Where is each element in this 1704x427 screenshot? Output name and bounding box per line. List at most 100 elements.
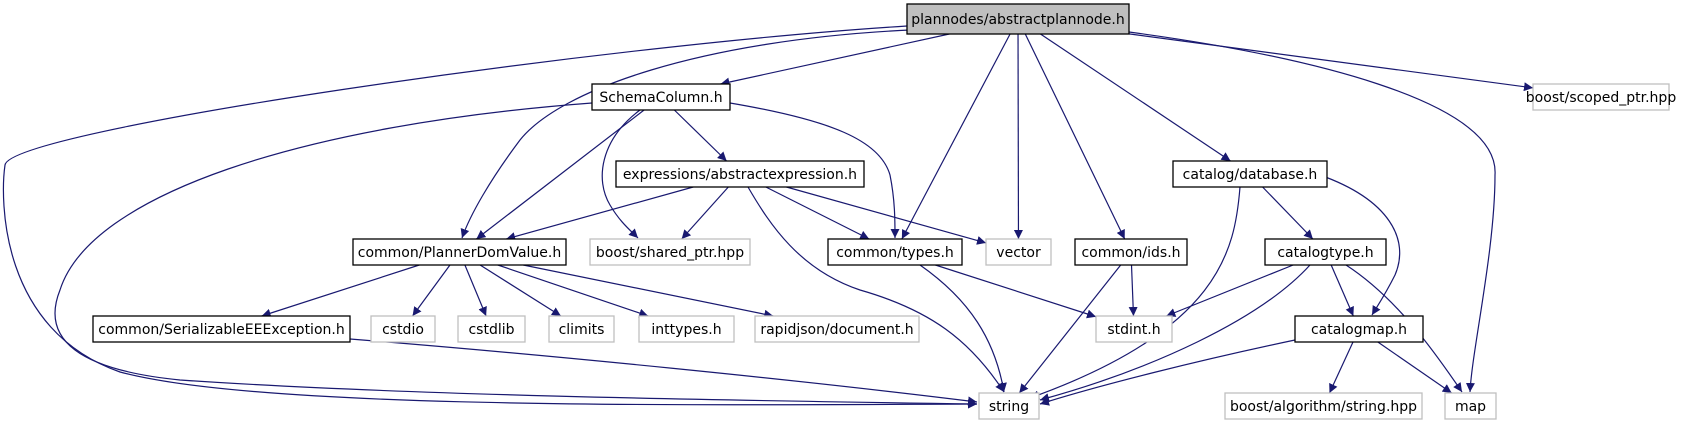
edge-abstractexpression-to-string <box>747 186 1005 393</box>
edge-catalogmap-to-boost_string <box>1328 341 1354 394</box>
edge-abstractexpression-to-shared_ptr <box>681 186 729 240</box>
edge-ids-to-string <box>1018 264 1122 394</box>
edge-catalogtype-to-catalogmap <box>1330 264 1354 317</box>
edge-root-to-types <box>901 33 1011 240</box>
node-box <box>615 160 865 188</box>
node-label: catalogmap.h <box>1311 322 1407 338</box>
edge-root-to-plannerdomvalue <box>460 29 911 239</box>
node-box <box>591 83 731 111</box>
node-box <box>1294 315 1424 343</box>
edge-root-to-database <box>1040 33 1231 162</box>
edge-abstractexpression-to-types <box>765 186 870 240</box>
node-map: map <box>1444 392 1497 420</box>
edge-types-to-stdint <box>935 264 1097 319</box>
edge-plannerdomvalue-to-climits <box>479 264 562 317</box>
node-vector: vector <box>985 238 1052 266</box>
node-stdint: stdint.h <box>1095 315 1173 343</box>
node-box <box>827 238 963 266</box>
node-inttypes: inttypes.h <box>638 315 735 343</box>
node-label: cstdlib <box>468 322 514 338</box>
node-label: map <box>1455 399 1486 415</box>
node-label: rapidjson/document.h <box>760 322 913 338</box>
edge-plannerdomvalue-to-cstdio <box>412 264 451 317</box>
node-label: climits <box>559 322 605 338</box>
node-label: expressions/abstractexpression.h <box>623 167 857 183</box>
edge-database-to-catalogmap <box>1319 174 1401 316</box>
node-label: vector <box>996 245 1041 261</box>
edge-root-to-ids <box>1024 33 1126 240</box>
edge-plannerdomvalue-to-rapidjson <box>523 264 774 319</box>
node-label: plannodes/abstractplannode.h <box>911 12 1124 28</box>
edge-plannerdomvalue-to-serializable <box>261 264 420 318</box>
node-string: string <box>978 392 1040 420</box>
node-serializable[interactable]: common/SerializableEEException.h <box>92 315 351 343</box>
node-box <box>1264 238 1387 266</box>
node-box <box>1224 392 1423 420</box>
edge-catalogtype-to-stdint <box>1166 264 1294 317</box>
node-label: boost/shared_ptr.hpp <box>596 245 744 261</box>
node-box <box>352 238 567 266</box>
node-label: common/PlannerDomValue.h <box>358 245 561 261</box>
node-plannerdomvalue[interactable]: common/PlannerDomValue.h <box>352 238 567 266</box>
edge-database-to-catalogtype <box>1262 186 1314 240</box>
node-label: stdint.h <box>1107 322 1160 338</box>
edge-schemacolumn-to-shared_ptr <box>601 109 641 239</box>
node-box <box>92 315 351 343</box>
node-box <box>1074 238 1188 266</box>
node-label: SchemaColumn.h <box>599 90 722 106</box>
edge-catalogmap-to-string <box>1039 339 1296 406</box>
node-box <box>548 315 615 343</box>
edge-schemacolumn-to-plannerdomvalue <box>476 109 645 240</box>
edge-schemacolumn-to-abstractexpression <box>673 109 728 162</box>
node-ids[interactable]: common/ids.h <box>1074 238 1188 266</box>
node-database[interactable]: catalog/database.h <box>1172 160 1328 188</box>
node-box <box>906 3 1130 35</box>
node-label: inttypes.h <box>651 322 721 338</box>
node-box <box>638 315 735 343</box>
edge-catalogtype-to-string <box>1039 264 1311 402</box>
edge-schemacolumn-to-types <box>729 102 900 239</box>
node-box <box>589 238 751 266</box>
edge-schemacolumn-to-string <box>54 102 978 409</box>
node-box <box>1444 392 1497 420</box>
node-schemacolumn[interactable]: SchemaColumn.h <box>591 83 731 111</box>
edge-serializable-to-string <box>349 338 978 406</box>
edge-catalogmap-to-map <box>1377 341 1453 394</box>
node-box <box>1172 160 1328 188</box>
node-label: cstdio <box>382 322 424 338</box>
node-label: boost/scoped_ptr.hpp <box>1526 90 1677 106</box>
edge-root-to-schemacolumn <box>720 33 950 87</box>
node-box <box>370 315 436 343</box>
edge-abstractexpression-to-plannerdomvalue <box>506 186 694 241</box>
node-box <box>1532 83 1670 111</box>
node-label: common/types.h <box>836 245 954 261</box>
edge-plannerdomvalue-to-inttypes <box>497 264 649 318</box>
node-label: string <box>989 399 1029 415</box>
node-label: boost/algorithm/string.hpp <box>1230 399 1417 415</box>
node-shared_ptr: boost/shared_ptr.hpp <box>589 238 751 266</box>
node-box <box>978 392 1040 420</box>
nodes-layer: plannodes/abstractplannode.hSchemaColumn… <box>92 3 1677 420</box>
node-abstractexpression[interactable]: expressions/abstractexpression.h <box>615 160 865 188</box>
node-box <box>1095 315 1173 343</box>
edge-root-to-string <box>2 25 978 409</box>
node-catalogmap[interactable]: catalogmap.h <box>1294 315 1424 343</box>
node-boost_string: boost/algorithm/string.hpp <box>1224 392 1423 420</box>
node-climits: climits <box>548 315 615 343</box>
node-label: catalog/database.h <box>1183 167 1318 183</box>
node-label: catalogtype.h <box>1277 245 1373 261</box>
edge-root-to-map <box>1128 31 1496 393</box>
node-label: common/ids.h <box>1081 245 1180 261</box>
node-label: common/SerializableEEException.h <box>98 322 344 338</box>
node-root[interactable]: plannodes/abstractplannode.h <box>906 3 1130 35</box>
edge-database-to-string <box>1029 186 1241 400</box>
edges-layer <box>2 25 1534 409</box>
node-types[interactable]: common/types.h <box>827 238 963 266</box>
node-scoped_ptr: boost/scoped_ptr.hpp <box>1526 83 1677 111</box>
node-box <box>985 238 1052 266</box>
edge-types-to-string <box>919 264 1007 393</box>
node-catalogtype[interactable]: catalogtype.h <box>1264 238 1387 266</box>
edge-ids-to-stdint <box>1128 264 1138 317</box>
node-rapidjson: rapidjson/document.h <box>754 315 920 343</box>
